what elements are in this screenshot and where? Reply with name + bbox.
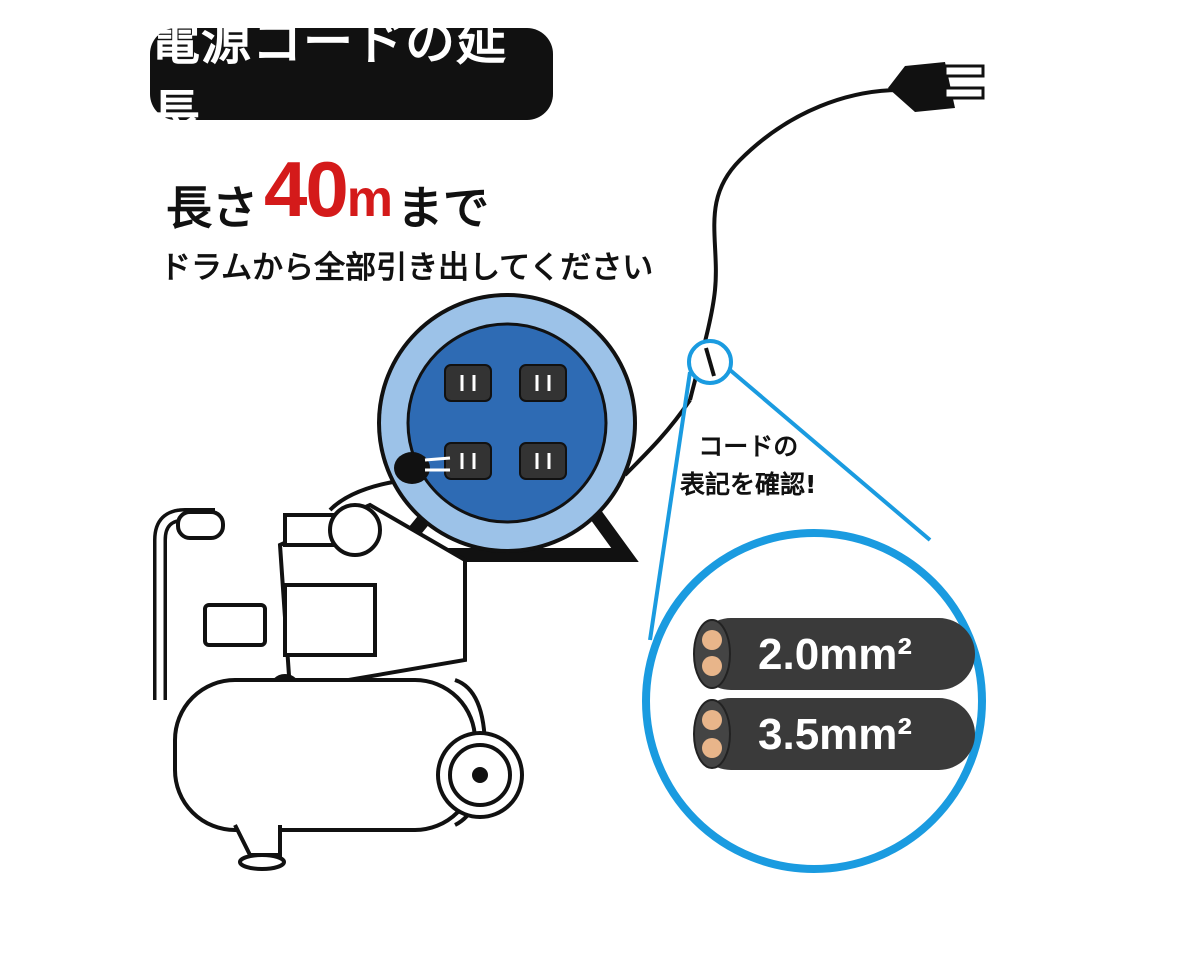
length-prefix: 長さ bbox=[166, 181, 258, 235]
callout-line-1: コードの bbox=[698, 432, 799, 461]
reel-stand bbox=[380, 495, 639, 562]
power-cord bbox=[688, 88, 901, 401]
length-unit: m bbox=[346, 170, 393, 228]
air-compressor bbox=[153, 502, 524, 871]
instruction-text: ドラムから全部引き出してください bbox=[160, 250, 654, 286]
cable-label-2-0: 2.0mm² bbox=[758, 630, 913, 679]
plug-icon bbox=[888, 62, 985, 112]
cord-reel bbox=[377, 293, 637, 553]
outlet-icon bbox=[444, 364, 567, 480]
callout-note: コードの 表記を確認! bbox=[680, 428, 816, 504]
length-headline: 長さ 40m まで bbox=[166, 150, 489, 238]
inserted-plug-icon bbox=[394, 452, 451, 484]
length-number: 40 bbox=[264, 145, 349, 233]
cable-label-3-5: 3.5mm² bbox=[758, 710, 913, 759]
title-badge: 電源コードの延長 bbox=[150, 13, 553, 143]
length-value: 40m bbox=[264, 150, 393, 238]
zoom-callout bbox=[642, 339, 986, 873]
cable-cross-section bbox=[693, 618, 975, 770]
length-suffix: まで bbox=[397, 181, 490, 235]
callout-line-2: 表記を確認! bbox=[680, 470, 817, 499]
